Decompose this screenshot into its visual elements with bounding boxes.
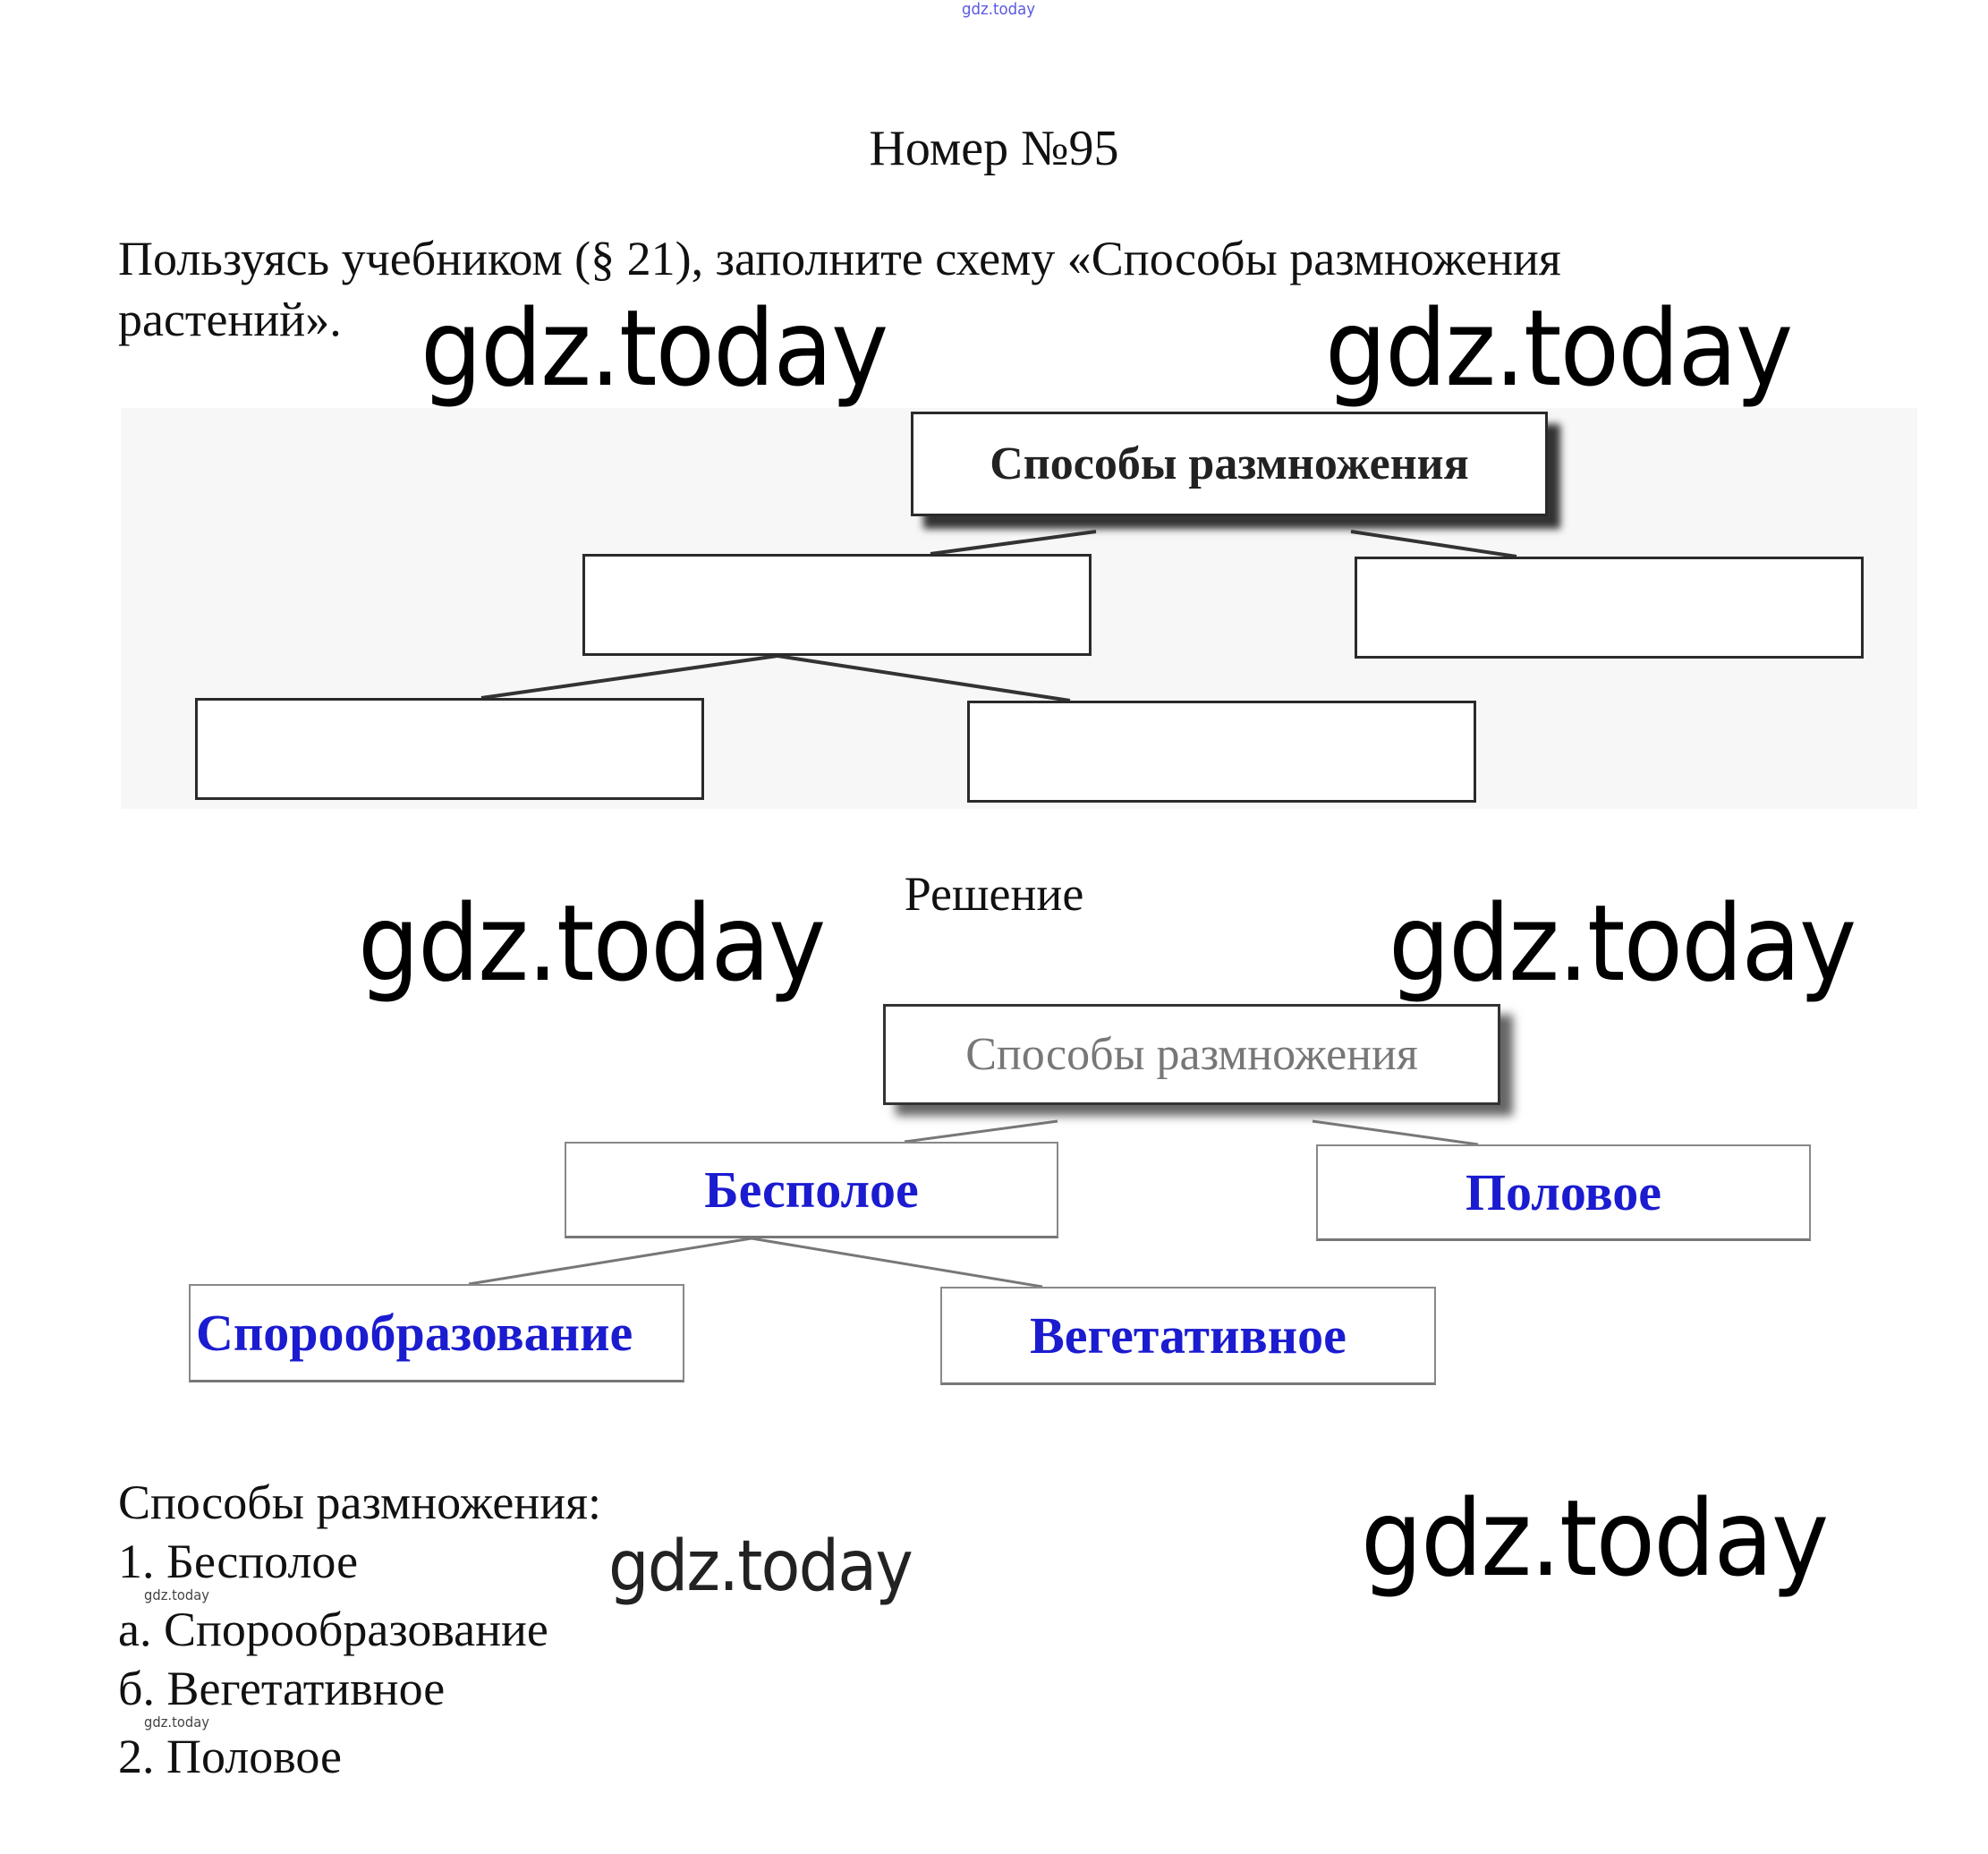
watermark: gdz.today (358, 881, 826, 1005)
box-spore-formation: Спорообразование (189, 1284, 684, 1382)
empty-box-mid-right (1355, 557, 1864, 659)
watermark: gdz.today (608, 1527, 913, 1607)
watermark: gdz.today (1361, 1476, 1829, 1600)
connector-line (751, 1237, 1043, 1288)
vegetative-label: Вегетативное (1030, 1306, 1347, 1365)
watermark-small: gdz.today (144, 1714, 209, 1731)
answer-item: 2. Половое (118, 1730, 342, 1783)
empty-box-bottom-right (967, 701, 1476, 803)
sexual-label: Половое (1465, 1163, 1662, 1221)
box-asexual: Бесполое (565, 1142, 1058, 1238)
answer-item: б. Вегетативное (118, 1662, 446, 1715)
solution-heading: Решение (904, 867, 1084, 921)
spore-label: Спорообразование (196, 1304, 633, 1362)
empty-root-box: Способы размножения (911, 412, 1548, 516)
watermark-small: gdz.today (144, 1586, 209, 1603)
connector-line (468, 1237, 752, 1286)
watermark-top: gdz.today (962, 0, 1036, 19)
box-vegetative: Вегетативное (940, 1287, 1436, 1385)
empty-box-mid-left (582, 554, 1092, 656)
task-text-line1: Пользуясь учебником (§ 21), заполните сх… (118, 232, 1561, 285)
answer-heading: Способы размножения: (118, 1476, 601, 1529)
watermark: gdz.today (421, 286, 888, 410)
connector-line (904, 1119, 1058, 1144)
answer-item: а. Спорообразование (118, 1603, 548, 1656)
box-sexual: Половое (1316, 1144, 1811, 1241)
watermark: gdz.today (1389, 881, 1856, 1005)
filled-root-box: Способы размножения (883, 1004, 1500, 1105)
answer-item: 1. Бесполое (118, 1535, 359, 1588)
root-label: Способы размножения (990, 438, 1469, 489)
asexual-label: Бесполое (704, 1161, 919, 1219)
page-title: Номер №95 (869, 121, 1119, 176)
task-text-line2: растений». (118, 293, 342, 346)
root-label: Способы размножения (965, 1029, 1418, 1080)
empty-box-bottom-left (195, 698, 704, 800)
watermark: gdz.today (1325, 286, 1793, 410)
connector-line (1312, 1119, 1479, 1146)
